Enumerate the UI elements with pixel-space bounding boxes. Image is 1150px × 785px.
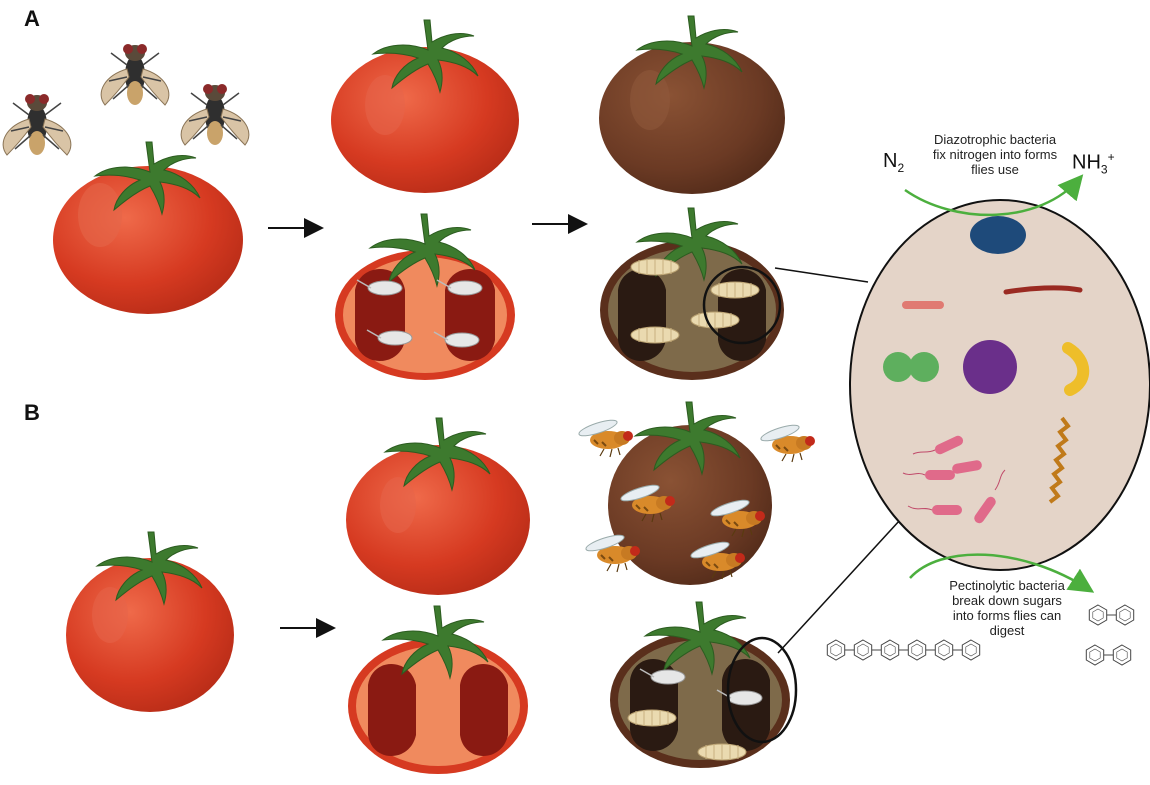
tomato-icon	[66, 532, 234, 712]
fruit-fly-icon	[577, 417, 633, 457]
bacteria-icon	[963, 340, 1017, 394]
molecule-icon	[1086, 645, 1130, 665]
zoom-line	[778, 520, 900, 653]
caption-line: Diazotrophic bacteria	[920, 132, 1070, 147]
nitrogen-caption: Diazotrophic bacteria fix nitrogen into …	[920, 132, 1070, 177]
tomato-icon	[53, 142, 243, 314]
tomato-cross-section	[610, 602, 796, 768]
tomato-cross-section	[600, 208, 784, 380]
tomato-icon	[346, 418, 530, 595]
fruit-fly-icon	[759, 422, 815, 462]
larva-icon	[711, 282, 759, 298]
microbiome	[850, 200, 1150, 570]
caption-line: digest	[932, 623, 1082, 638]
caption-line: fix nitrogen into forms	[920, 147, 1070, 162]
tomato-icon	[599, 16, 785, 194]
nh3-sup: +	[1108, 150, 1115, 164]
caption-line: break down sugars	[932, 593, 1082, 608]
nh3-label: NH3+	[1072, 150, 1115, 177]
caption-line: into forms flies can	[932, 608, 1082, 623]
molecule-icon	[1089, 605, 1133, 625]
nh3-base: NH	[1072, 152, 1101, 174]
tomato-cross-section	[348, 606, 528, 774]
larva-icon	[631, 259, 679, 275]
fruit-fly-icon	[181, 84, 249, 145]
bacteria-icon	[883, 352, 913, 382]
fruit-fly-icon	[3, 94, 71, 155]
pectin-caption: Pectinolytic bacteria break down sugars …	[932, 578, 1082, 638]
caption-line: flies use	[920, 162, 1070, 177]
tomato-icon	[331, 20, 519, 193]
n2-sub: 2	[897, 161, 904, 175]
larva-icon	[691, 312, 739, 328]
larva-icon	[698, 744, 746, 760]
molecule-icon	[827, 640, 979, 660]
bacteria-icon	[970, 216, 1026, 254]
bacteria-icon	[902, 301, 944, 309]
panel-label-a: A	[24, 6, 40, 32]
larva-icon	[631, 327, 679, 343]
zoom-line	[775, 268, 868, 282]
tomato-cross-section	[335, 214, 515, 380]
caption-line: Pectinolytic bacteria	[932, 578, 1082, 593]
n2-label: N2	[883, 150, 904, 175]
panel-label-b: B	[24, 400, 40, 426]
fruit-fly-icon	[101, 44, 169, 105]
larva-icon	[628, 710, 676, 726]
nh3-sub: 3	[1101, 163, 1108, 177]
n2-base: N	[883, 150, 897, 172]
